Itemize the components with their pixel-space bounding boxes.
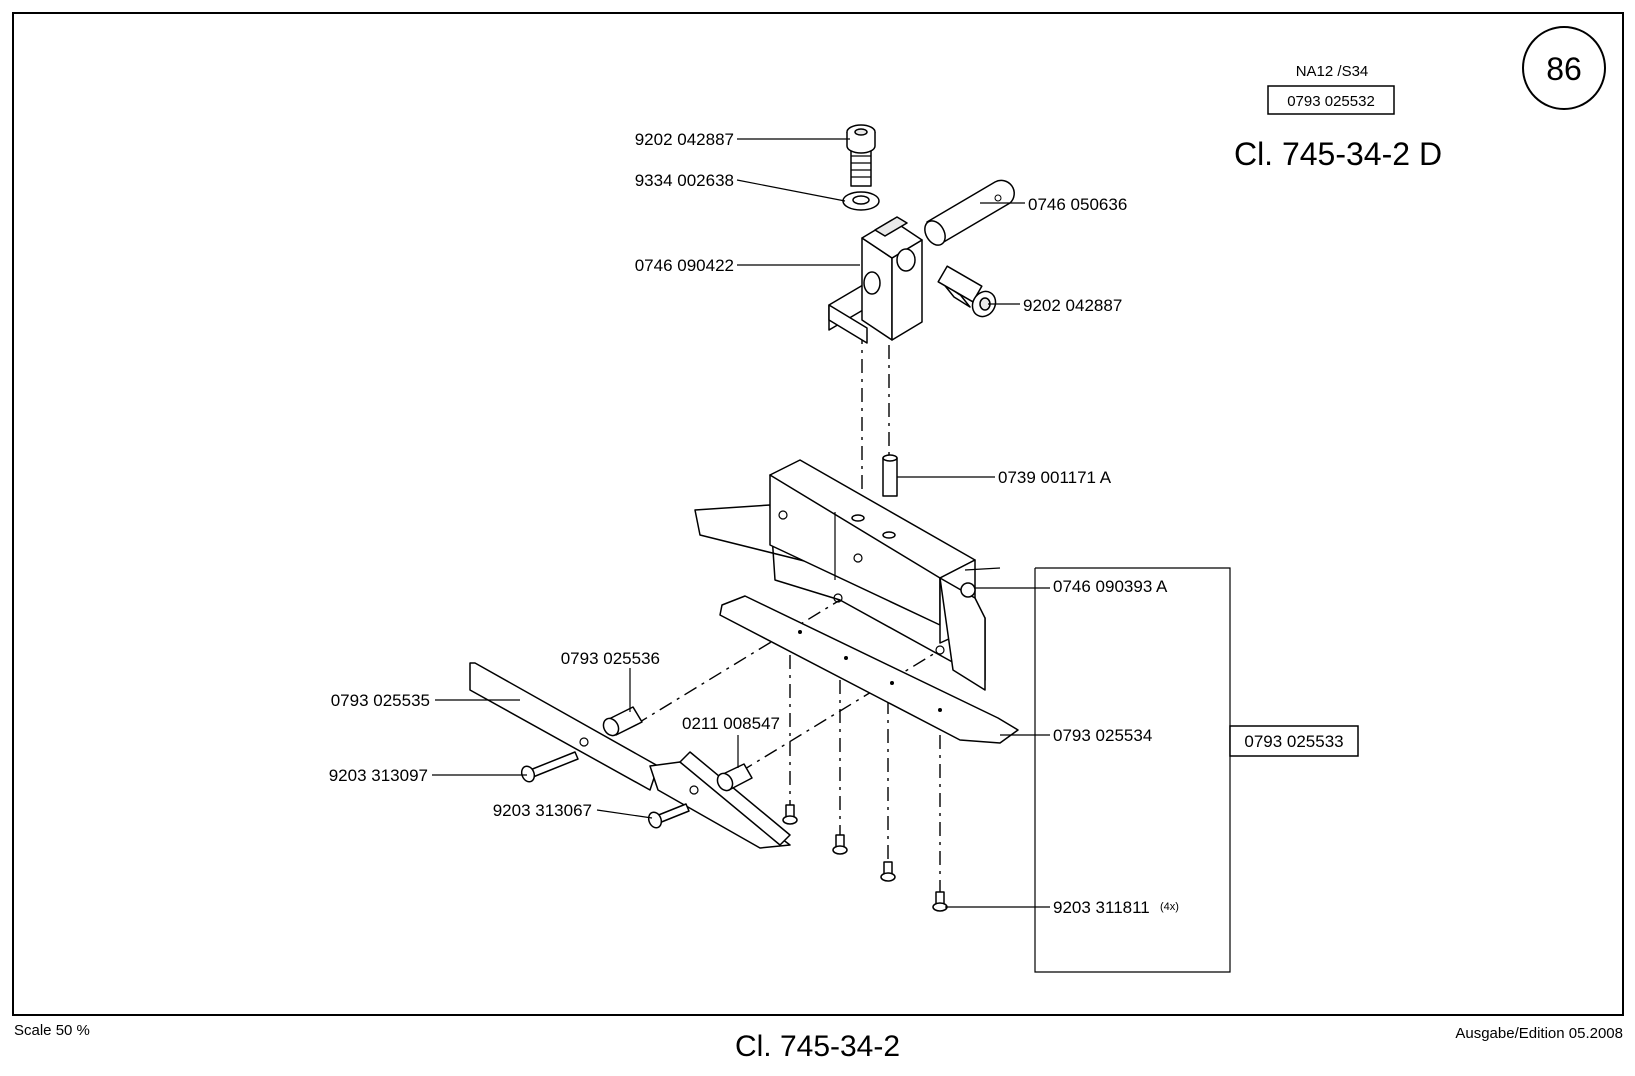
model-code: NA12 /S34 [1296, 63, 1369, 80]
label-pin: 0746 050636 [1028, 195, 1127, 214]
screw-short [646, 804, 689, 830]
page-number: 86 [1546, 51, 1582, 87]
assembly-number: 0793 025532 [1287, 93, 1375, 110]
pin [921, 180, 1015, 248]
footer-title: Cl. 745-34-2 [0, 1030, 1635, 1064]
label-block: 0746 090393 A [1053, 577, 1168, 596]
dowel [883, 455, 897, 496]
top-screw [847, 125, 875, 186]
sleeve-upper [600, 707, 642, 738]
label-sleeve-upper: 0793 025536 [561, 649, 660, 668]
label-screw-long: 9203 313097 [329, 766, 428, 785]
label-plate-right: 0793 025534 [1053, 726, 1152, 745]
label-washer: 9334 002638 [635, 171, 734, 190]
label-screw-side: 9202 042887 [1023, 296, 1122, 315]
label-screw-small: 9203 311811 [1053, 898, 1150, 917]
label-bracket: 0746 090422 [635, 256, 734, 275]
footer-edition: Ausgabe/Edition 05.2008 [1455, 1025, 1623, 1042]
screw-long [519, 752, 578, 784]
label-screw-short: 9203 313067 [493, 801, 592, 820]
bracket [829, 217, 922, 343]
label-screw-top: 9202 042887 [635, 130, 734, 149]
label-sleeve-lower: 0211 008547 [682, 714, 780, 733]
label-dowel: 0739 001171 A [998, 468, 1112, 487]
washer [843, 192, 879, 210]
side-screw [938, 266, 1000, 321]
label-plate-left: 0793 025535 [331, 691, 430, 710]
label-subassembly: 0793 025533 [1244, 732, 1343, 751]
small-screws [783, 805, 947, 911]
sheet-title: Cl. 745-34-2 D [1234, 136, 1442, 172]
label-screw-small-qty: (4x) [1160, 901, 1179, 913]
